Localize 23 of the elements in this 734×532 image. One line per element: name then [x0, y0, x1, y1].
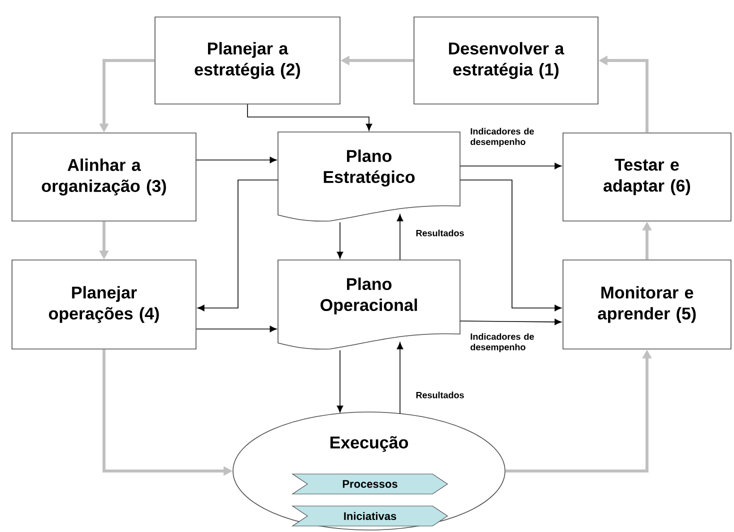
document-box: Plano Operacional — [278, 260, 460, 350]
arrow — [460, 318, 562, 326]
process-box: Planejar operações (4) — [12, 260, 196, 350]
arrow — [197, 180, 278, 312]
process-box: Alinhar a organização (3) — [12, 132, 196, 222]
arrow — [396, 214, 404, 260]
edge-label: Indicadores de desempenho — [470, 333, 534, 352]
arrow — [396, 342, 404, 414]
arrow — [336, 350, 344, 413]
arrow — [247, 104, 372, 131]
edge-label: Indicadores de desempenho — [470, 128, 534, 147]
process-box: Planejar a estratégia (2) — [154, 16, 340, 104]
process-box: Desenvolver a estratégia (1) — [414, 16, 598, 104]
arrow — [336, 222, 344, 259]
arrow — [460, 180, 562, 312]
process-box: Testar e adaptar (6) — [562, 132, 732, 222]
edge-label: Resultados — [414, 228, 466, 238]
edge-label: Resultados — [414, 390, 466, 400]
document-box: Plano Estratégico — [278, 132, 460, 222]
process-box: Monitorar e aprender (5) — [562, 260, 732, 350]
arrow — [196, 156, 277, 164]
arrow — [196, 326, 277, 332]
arrow — [460, 162, 562, 170]
